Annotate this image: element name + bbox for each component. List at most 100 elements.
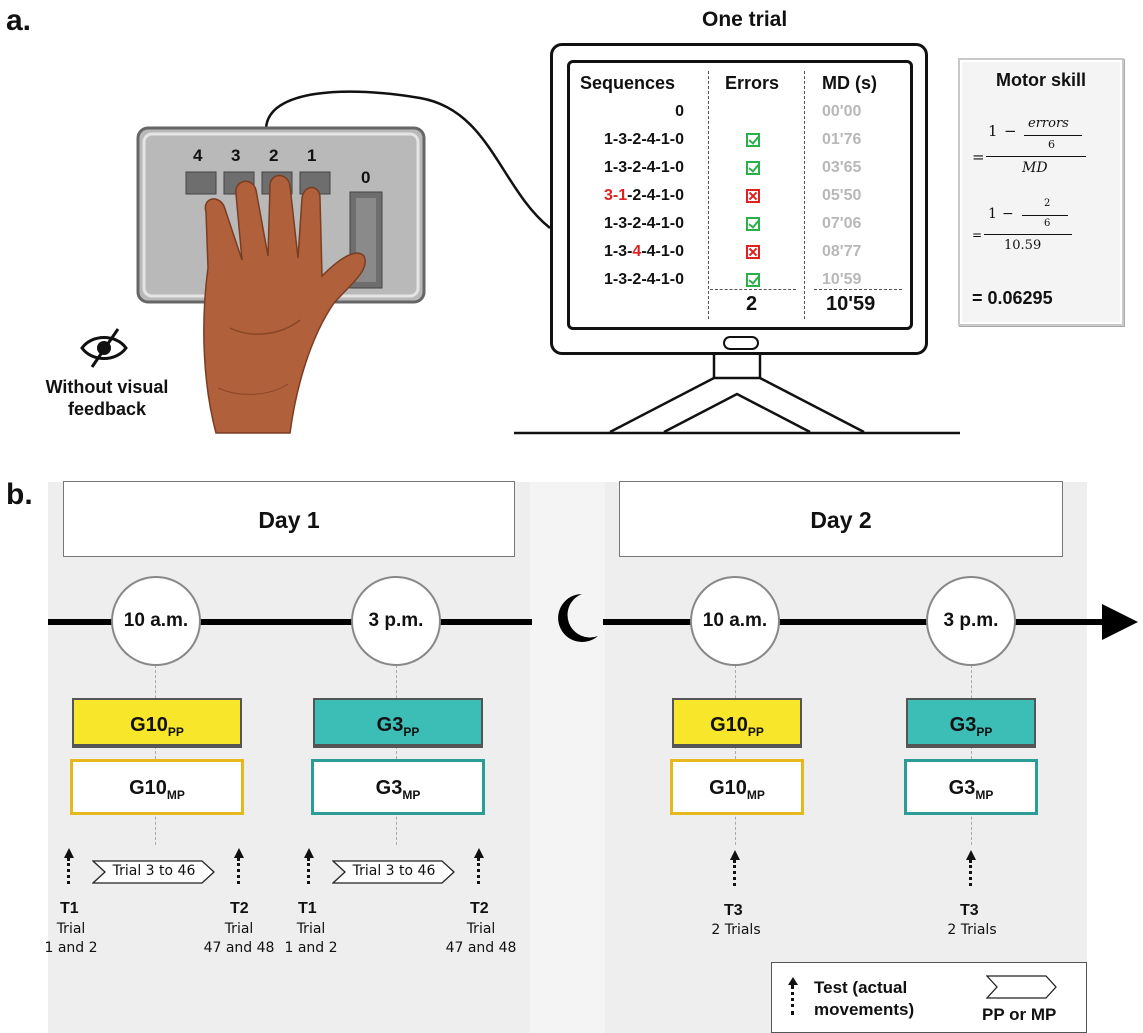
eye-slash-icon — [80, 328, 128, 368]
legend-test-arrow-icon — [786, 977, 800, 1015]
guide-line — [396, 665, 397, 845]
check-icon — [746, 133, 760, 147]
check-icon — [746, 273, 760, 287]
example-six: 6 — [1044, 218, 1051, 229]
timeline-day2 — [603, 619, 1106, 625]
key-label-2: 2 — [269, 146, 279, 165]
training-label: Trial 3 to 46 — [112, 863, 196, 879]
formula-errors: errors — [1028, 116, 1069, 131]
seq-row-6: 1-3-2-4-1-0 — [603, 271, 684, 288]
test-detail-t3-morning: 2 Trials — [711, 922, 761, 938]
guide-line — [155, 665, 156, 845]
legend-test-label: Test (actual movements) — [814, 978, 915, 1019]
no-visual-feedback-label: Without visual feedback — [32, 376, 182, 420]
motor-skill-title: Motor skill — [995, 70, 1086, 90]
formula-six: 6 — [1048, 138, 1055, 151]
test-name-t3-morning: T3 — [724, 902, 743, 919]
moon-icon — [558, 594, 598, 642]
formula-md: MD — [1022, 160, 1048, 176]
example-main-bar — [984, 234, 1072, 235]
timeline-day1 — [48, 619, 532, 625]
group-g3-pp-day2: G3PP — [906, 698, 1036, 748]
test-name-t2: T2 — [230, 900, 249, 917]
legend: Test (actual movements) PP or MP — [771, 962, 1087, 1033]
legend-chevron-icon — [986, 975, 1057, 999]
header-md: MD (s) — [822, 73, 877, 93]
test-name-t1: T1 — [60, 900, 79, 917]
md-row-5: 08'77 — [822, 243, 862, 260]
md-row-2: 03'65 — [822, 159, 862, 176]
test-arrow-icon — [472, 848, 486, 884]
seq-row-3: 3-1-2-4-1-0 — [603, 187, 684, 204]
day1-box: Day 1 — [63, 481, 515, 557]
test-name-t1-afternoon: T1 — [298, 900, 317, 917]
check-icon — [746, 161, 760, 175]
total-divider — [814, 289, 902, 290]
time-circle-day2-morning: 10 a.m. — [690, 576, 780, 666]
header-errors: Errors — [725, 73, 780, 93]
formula-inner-bar — [1024, 135, 1082, 136]
time-circle-day1-morning: 10 a.m. — [111, 576, 201, 666]
formula-one: 1 — [988, 122, 998, 140]
header-sequences: Sequences — [580, 73, 676, 93]
test-arrow-icon — [232, 848, 246, 884]
seq-row-2: 1-3-2-4-1-0 — [603, 159, 684, 176]
error-x-icon — [746, 189, 760, 203]
training-chevron-day1-morning: Trial 3 to 46 — [92, 860, 216, 884]
motor-skill-result: = 0.06295 — [972, 288, 1053, 308]
hand-illustration — [203, 174, 366, 434]
group-g10-pp-day1: G10PP — [72, 698, 242, 748]
total-errors: 2 — [746, 293, 758, 315]
day2-box: Day 2 — [619, 481, 1063, 557]
time-circle-day1-afternoon: 3 p.m. — [351, 576, 441, 666]
column-divider — [804, 71, 805, 319]
test-name-t3-afternoon: T3 — [960, 902, 979, 919]
guide-line — [971, 665, 972, 845]
group-g10-pp-day2: G10PP — [672, 698, 802, 748]
example-equals: = — [972, 228, 983, 242]
panel-b-label: b. — [6, 478, 33, 511]
column-divider — [708, 71, 709, 319]
time-circle-day2-afternoon: 3 p.m. — [926, 576, 1016, 666]
test-arrow-icon — [964, 850, 978, 886]
group-g3-mp-day2: G3MP — [904, 759, 1038, 815]
total-md: 10'59 — [826, 293, 876, 315]
keypad-illustration — [136, 90, 551, 434]
error-x-icon — [746, 245, 760, 259]
seq-row-0: 0 — [675, 103, 684, 120]
training-chevron-day1-afternoon: Trial 3 to 46 — [332, 860, 456, 884]
no-visual-feedback-line2: feedback — [67, 399, 147, 419]
monitor-power-button — [723, 336, 759, 350]
legend-pp-mp-label: PP or MP — [982, 1005, 1057, 1024]
md-row-3: 05'50 — [822, 187, 862, 204]
test-arrow-icon — [62, 848, 76, 884]
md-row-1: 01'76 — [822, 131, 862, 148]
monitor: Sequences Errors MD (s) 0 00'00 1-3-2-4-… — [550, 43, 928, 355]
test-name-t2-afternoon: T2 — [470, 900, 489, 917]
formula-equals: = — [972, 148, 985, 166]
example-md: 10.59 — [1004, 238, 1042, 253]
motor-skill-box: Motor skill = 1 − errors 6 MD = 1 − 2 6 … — [958, 58, 1124, 326]
no-visual-feedback-line1: Without visual — [45, 377, 169, 397]
group-g3-mp-day1: G3MP — [311, 759, 485, 815]
test-arrow-icon — [302, 848, 316, 884]
seq-row-1: 1-3-2-4-1-0 — [603, 131, 684, 148]
night-zone — [530, 482, 605, 1033]
day1-zone — [48, 482, 530, 1033]
check-icon — [746, 217, 760, 231]
one-trial-title: One trial — [702, 8, 788, 31]
keypad-cable — [264, 90, 551, 229]
formula-minus: − — [1004, 122, 1017, 140]
timeline-arrowhead-icon — [1102, 604, 1138, 640]
md-row-0: 00'00 — [822, 103, 862, 120]
key-label-0: 0 — [361, 168, 371, 187]
day2-zone — [605, 482, 1087, 1033]
seq-row-4: 1-3-2-4-1-0 — [603, 215, 684, 232]
key-label-1: 1 — [307, 146, 317, 165]
monitor-screen: Sequences Errors MD (s) 0 00'00 1-3-2-4-… — [567, 60, 913, 330]
panel-a-label: a. — [6, 4, 32, 37]
md-row-4: 07'06 — [822, 215, 862, 232]
test-arrow-icon — [728, 850, 742, 886]
